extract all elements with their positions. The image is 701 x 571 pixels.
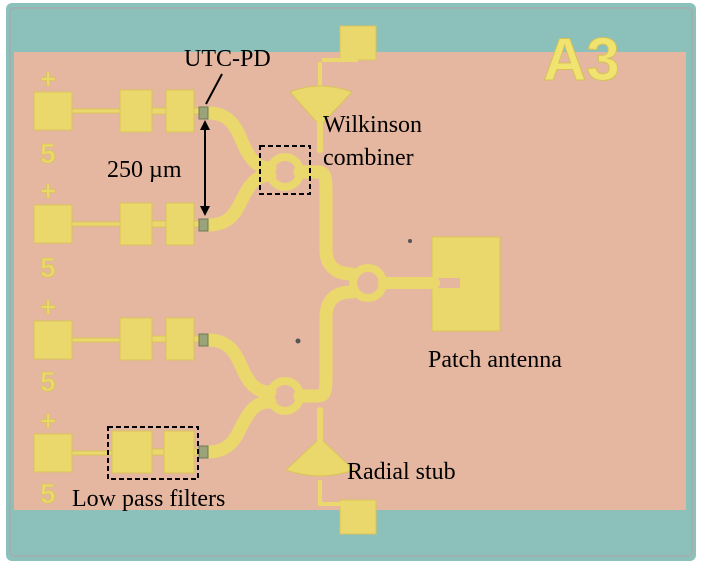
lpf-2 bbox=[119, 202, 205, 246]
spacing-arrow bbox=[200, 120, 210, 216]
photodiodes bbox=[198, 106, 209, 459]
lpf-1 bbox=[119, 89, 205, 133]
wilkinson-main bbox=[349, 264, 387, 302]
photodiode-3 bbox=[198, 333, 209, 347]
bottom-dc-line bbox=[318, 480, 342, 506]
patch-antenna-label: Patch antenna bbox=[428, 347, 562, 373]
utc-pd-pointer bbox=[205, 73, 223, 105]
bottom-radial-stub bbox=[285, 437, 355, 477]
bias-line-3 bbox=[71, 337, 121, 343]
bottom-dc-pad bbox=[339, 499, 377, 535]
lpf-highlight-box bbox=[107, 426, 199, 480]
bias-line-2 bbox=[71, 221, 121, 227]
radial-stub-label: Radial stub bbox=[347, 459, 456, 485]
top-dc-pad bbox=[339, 25, 377, 61]
plus-mark-2: + bbox=[40, 175, 56, 206]
antenna-inset bbox=[432, 278, 460, 288]
photodiode-4 bbox=[198, 445, 209, 459]
minus-mark-4: 5 bbox=[40, 478, 56, 509]
plus-mark-3: + bbox=[40, 291, 56, 322]
wilkinson-lower bbox=[266, 377, 304, 415]
wilkinson-highlight-box bbox=[259, 145, 311, 195]
wilkinson-label-line2: combiner bbox=[323, 145, 414, 171]
wilkinson-upper bbox=[266, 153, 304, 191]
photodiode-2 bbox=[198, 218, 209, 232]
minus-mark-3: 5 bbox=[40, 366, 56, 397]
top-radial-stub bbox=[289, 85, 353, 127]
plus-mark-4: + bbox=[40, 405, 56, 436]
utc-pd-label: UTC-PD bbox=[184, 46, 271, 72]
spacing-label: 250 µm bbox=[107, 157, 182, 183]
die-edge bbox=[9, 7, 693, 557]
wilkinson-rings bbox=[266, 153, 387, 415]
lpf-4 bbox=[111, 430, 205, 474]
photodiode-1 bbox=[198, 106, 209, 120]
bias-pad-2 bbox=[33, 204, 73, 244]
bias-line-1 bbox=[71, 108, 121, 114]
debris-speck bbox=[408, 239, 412, 243]
chip-id: A3 bbox=[543, 26, 620, 93]
minus-mark-1: 5 bbox=[40, 138, 56, 169]
bias-pad-3 bbox=[33, 320, 73, 360]
debris-speck bbox=[295, 338, 301, 344]
bias-pad-1 bbox=[33, 91, 73, 131]
plus-mark-1: + bbox=[40, 63, 56, 94]
metal-layer bbox=[33, 25, 501, 535]
low-pass-filters-label: Low pass filters bbox=[72, 486, 226, 512]
wilkinson-label-line1: Wilkinson bbox=[323, 112, 423, 138]
bias-pad-4 bbox=[33, 433, 73, 473]
pad-marks: + 5 + 5 + 5 + 5 bbox=[40, 63, 57, 510]
minus-mark-2: 5 bbox=[40, 252, 56, 283]
lpf-3 bbox=[119, 317, 205, 361]
transmission-lines bbox=[201, 106, 440, 459]
